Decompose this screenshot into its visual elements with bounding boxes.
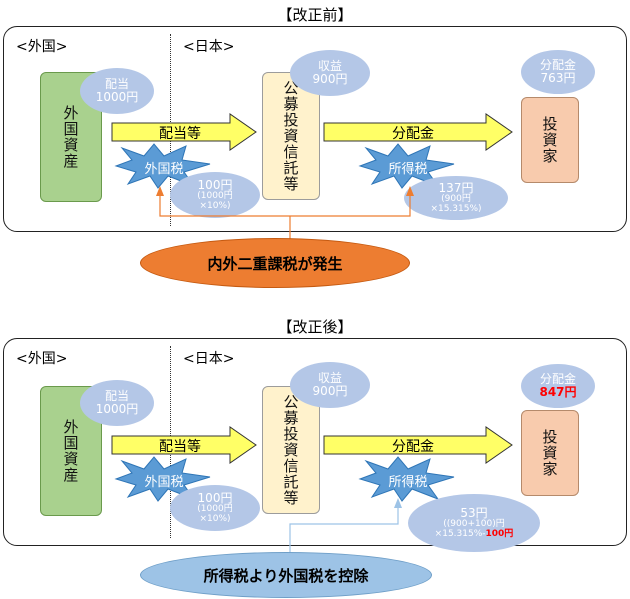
before-income-tax-amount: 137円: [438, 180, 474, 195]
after-income-label: 収益: [317, 370, 342, 385]
after-income-amount: 900円: [312, 384, 348, 398]
after-deduction-callout: 所得税より外国税を控除: [140, 552, 432, 598]
after-income-tax-amount: 53円: [460, 505, 488, 520]
after-dividend-bubble: 配当 1000円: [80, 380, 154, 426]
before-foreign-tax-base: (1000円: [197, 190, 233, 201]
after-income-tax-formula: ×15.315%-100円: [434, 528, 514, 540]
after-income-tax-bubble: 53円 ((900+100)円 ×15.315%-100円: [408, 494, 540, 552]
after-distribution-bubble: 分配金 847円: [521, 364, 595, 408]
before-foreign-tax-bubble: 100円 (1000円 ×10%): [170, 172, 260, 218]
before-investor-box: 投資家: [521, 97, 579, 183]
after-distribution-amount: 847円: [539, 385, 577, 399]
before-foreign-tax-rate: ×10%): [199, 200, 231, 211]
before-income-bubble: 収益 900円: [290, 50, 370, 96]
before-distribution-label: 分配金: [539, 57, 576, 72]
before-income-tax-base: (900円: [441, 193, 471, 204]
after-connector-lines: [289, 498, 402, 562]
before-distribution-amount: 763円: [540, 71, 576, 85]
before-dividend-amount: 1000円: [95, 90, 139, 104]
after-fund-box: 公募投資信託等: [262, 386, 320, 514]
after-dividend-arrow-label: 配当等: [159, 439, 201, 455]
before-income-tax-burst: [358, 143, 455, 189]
after-distribution-arrow: [323, 426, 513, 464]
before-distribution-bubble: 分配金 763円: [521, 50, 595, 94]
after-japan-label: <日本>: [183, 351, 235, 367]
after-income-tax-burst: [358, 456, 455, 502]
after-distribution-arrow-label: 分配金: [392, 439, 434, 455]
after-foreign-assets-box: 外国資産: [40, 386, 102, 516]
after-dividend-label: 配当: [104, 388, 129, 403]
before-dividend-label: 配当: [104, 76, 129, 91]
after-dividend-amount: 1000円: [95, 402, 139, 416]
after-income-tax-label: 所得税: [388, 475, 428, 490]
before-double-taxation-callout: 内外二重課税が発生: [140, 238, 410, 288]
after-income-tax-base: ((900+100)円: [443, 518, 505, 529]
after-foreign-tax-amount: 100円: [197, 490, 233, 505]
before-distribution-arrow: [323, 113, 513, 151]
after-foreign-label: <外国>: [16, 351, 68, 367]
before-income-tax-rate: ×15.315%): [430, 203, 482, 214]
before-dividend-arrow-label: 配当等: [159, 126, 201, 142]
after-foreign-tax-bubble: 100円 (1000円 ×10%): [170, 485, 260, 531]
before-foreign-tax-label: 外国税: [144, 162, 184, 177]
before-income-label: 収益: [317, 58, 342, 73]
before-foreign-tax-amount: 100円: [197, 177, 233, 192]
after-foreign-tax-rate: ×10%): [199, 513, 231, 524]
before-japan-label: <日本>: [183, 39, 235, 55]
after-income-tax-rate: ×15.315%-: [434, 528, 486, 539]
after-income-tax-deduction: 100円: [485, 528, 514, 539]
before-income-tax-label: 所得税: [388, 162, 428, 177]
before-income-amount: 900円: [312, 72, 348, 86]
after-distribution-label: 分配金: [539, 371, 576, 386]
before-connector-lines: [156, 186, 414, 242]
after-title: 【改正後】: [277, 318, 353, 336]
before-dividend-bubble: 配当 1000円: [80, 68, 154, 114]
after-dividend-arrow: [111, 426, 257, 464]
after-foreign-tax-base: (1000円: [197, 503, 233, 514]
after-foreign-tax-label: 外国税: [144, 475, 184, 490]
after-investor-box: 投資家: [521, 410, 579, 496]
before-income-tax-bubble: 137円 (900円 ×15.315%): [404, 176, 508, 220]
before-dividend-arrow: [111, 113, 257, 151]
before-title: 【改正前】: [277, 6, 353, 24]
after-income-bubble: 収益 900円: [290, 362, 370, 408]
before-foreign-label: <外国>: [16, 39, 68, 55]
before-distribution-arrow-label: 分配金: [392, 126, 434, 142]
